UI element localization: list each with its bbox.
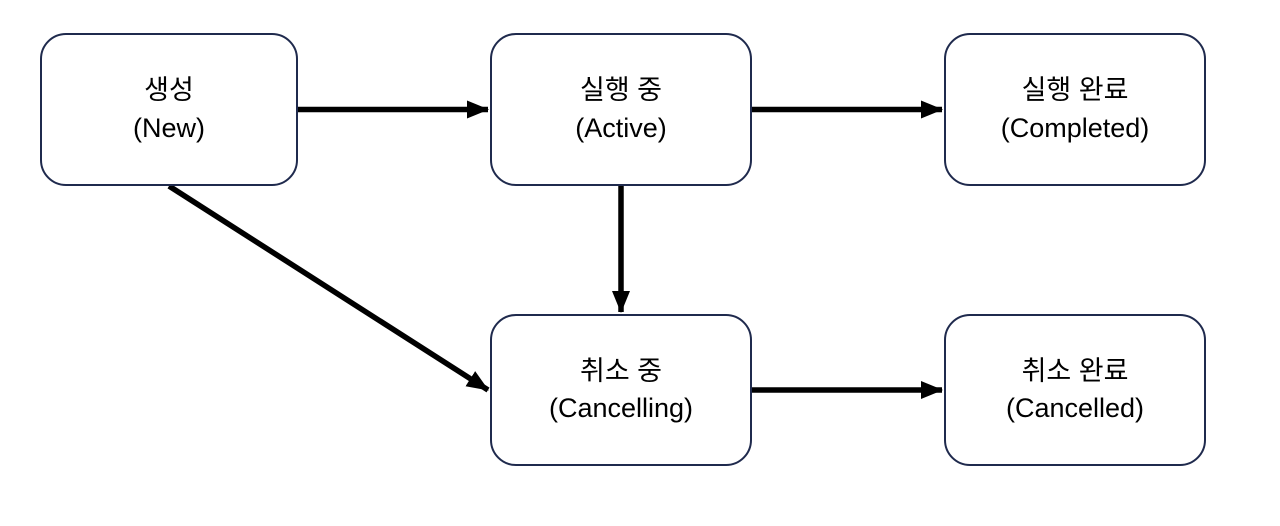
state-node-cancelled: 취소 완료 (Cancelled) [944, 314, 1206, 466]
state-node-completed-label-ko: 실행 완료 [1021, 75, 1129, 106]
state-node-active-label-ko: 실행 중 [579, 75, 663, 106]
state-node-new: 생성 (New) [40, 33, 298, 186]
state-node-cancelling-label-ko: 취소 중 [579, 355, 663, 386]
state-node-new-label-ko: 생성 [144, 75, 194, 106]
state-node-cancelled-label-ko: 취소 완료 [1021, 355, 1129, 386]
state-node-cancelling: 취소 중 (Cancelling) [490, 314, 752, 466]
state-node-cancelled-label-en: (Cancelled) [1005, 393, 1145, 423]
transition-arrow-new-to-cancelling [167, 183, 490, 393]
state-node-active-label-en: (Active) [575, 112, 667, 143]
state-node-new-label-en: (New) [133, 112, 205, 143]
state-node-completed: 실행 완료 (Completed) [944, 33, 1206, 186]
state-node-active: 실행 중 (Active) [490, 33, 752, 186]
state-node-cancelling-label-en: (Cancelling) [548, 393, 694, 423]
state-node-completed-label-en: (Completed) [1000, 112, 1150, 143]
